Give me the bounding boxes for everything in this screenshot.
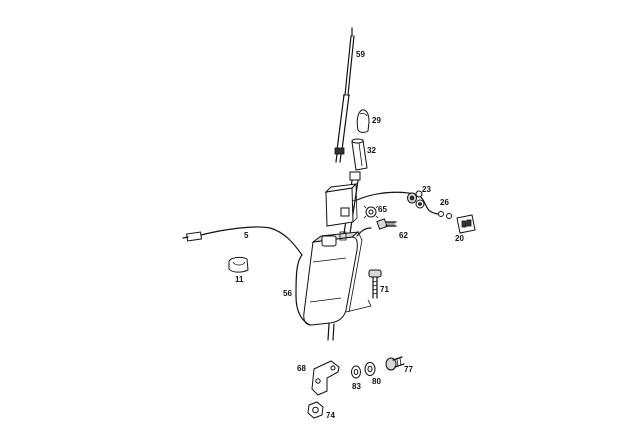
label-20: 20 [455,234,464,243]
part-68-bracket [311,360,340,396]
label-11: 11 [235,275,244,284]
label-5: 5 [244,231,249,240]
part-26-plug [415,199,425,209]
part-11-clip [228,256,249,273]
part-80-washer [364,362,376,376]
part-56-motor-housing [295,231,363,341]
part-23-grommet [407,192,417,204]
part-62-screw [376,218,397,230]
part-29-cap [356,109,370,133]
relay-box [324,183,358,227]
label-77: 77 [404,365,413,374]
label-62: 62 [399,231,408,240]
part-59-antenna-mast [334,27,355,163]
label-56: 56 [283,289,292,298]
label-32: 32 [367,146,376,155]
part-20-connector [456,214,476,234]
label-65: 65 [378,205,387,214]
label-59: 59 [356,50,365,59]
part-5-coax-cable [182,226,303,256]
part-65-washer [363,205,379,219]
ground-strap [345,227,372,313]
part-32-guide-sleeve [351,138,368,171]
label-83: 83 [352,382,361,391]
part-83-washer [351,365,361,379]
label-74: 74 [326,411,335,420]
part-labels: 59 29 32 23 26 65 62 20 5 11 56 71 68 83… [235,50,464,420]
part-74-nut [307,401,324,419]
label-23: 23 [422,185,431,194]
label-71: 71 [380,285,389,294]
label-29: 29 [372,116,381,125]
part-77-bolt [385,356,405,371]
label-68: 68 [297,364,306,373]
label-26: 26 [440,198,449,207]
label-80: 80 [372,377,381,386]
part-71-bolt [368,269,382,299]
